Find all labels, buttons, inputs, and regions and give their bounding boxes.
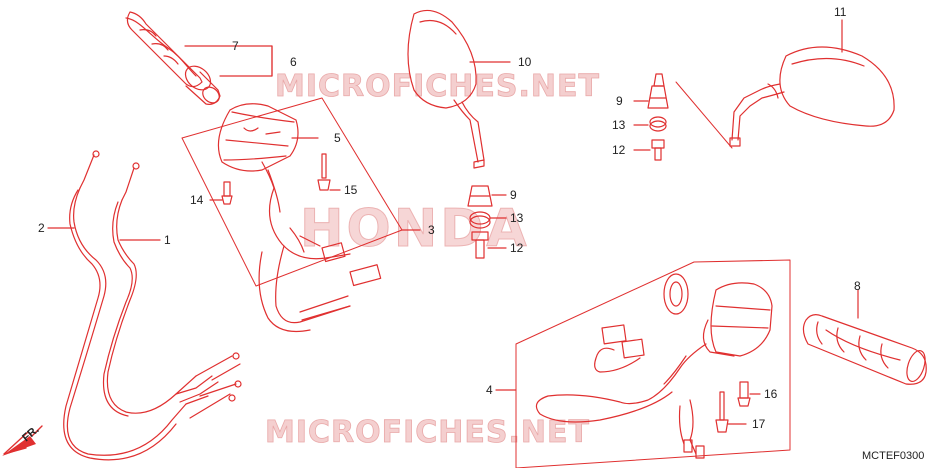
callout-12-center: 12 (510, 241, 524, 255)
frame-right-switch (515, 259, 791, 469)
bolt-12-center (471, 231, 489, 259)
callout-6: 6 (290, 55, 297, 69)
callout-11: 11 (834, 5, 847, 19)
diagram-code: MCTEF0300 (862, 450, 924, 462)
callout-13-right: 13 (612, 118, 626, 132)
right-grip (802, 314, 927, 385)
callout-13-center: 13 (510, 211, 524, 225)
callout-numbers: 1 2 3 4 5 6 7 8 9 9 10 11 12 12 13 13 14… (38, 5, 861, 431)
callout-5: 5 (334, 131, 341, 145)
callout-15: 15 (344, 183, 358, 197)
screw-14 (221, 181, 233, 205)
watermark-top: MICROFICHES.NET (275, 69, 600, 104)
callout-1: 1 (164, 233, 171, 247)
callout-4: 4 (486, 383, 493, 397)
screw-16 (737, 381, 751, 407)
callout-8: 8 (854, 279, 861, 293)
right-switch (535, 273, 773, 459)
callout-12-right: 12 (612, 143, 626, 157)
callout-2: 2 (38, 221, 45, 235)
callout-9-center: 9 (510, 188, 517, 202)
callout-9-right: 9 (616, 94, 623, 108)
left-switch (217, 103, 382, 333)
left-mirror (407, 9, 485, 169)
nut-13-right (649, 116, 667, 132)
callout-16: 16 (764, 387, 778, 401)
bolt-12-right (651, 139, 665, 161)
throttle-cables (63, 150, 242, 461)
callout-10: 10 (518, 55, 532, 69)
adapter-9-center (467, 185, 493, 207)
screw-15 (317, 153, 331, 191)
watermark-brand: HONDA (300, 199, 530, 259)
callout-17: 17 (752, 417, 766, 431)
watermark-bottom: MICROFICHES.NET (265, 415, 590, 450)
fr-arrow-head (2, 436, 36, 456)
callout-7: 7 (232, 39, 239, 53)
callout-14: 14 (190, 193, 204, 207)
adapter-9-right (647, 73, 669, 109)
callout-3: 3 (428, 223, 435, 237)
left-grip (125, 11, 221, 105)
screw-17 (715, 391, 729, 433)
right-mirror (729, 46, 895, 147)
